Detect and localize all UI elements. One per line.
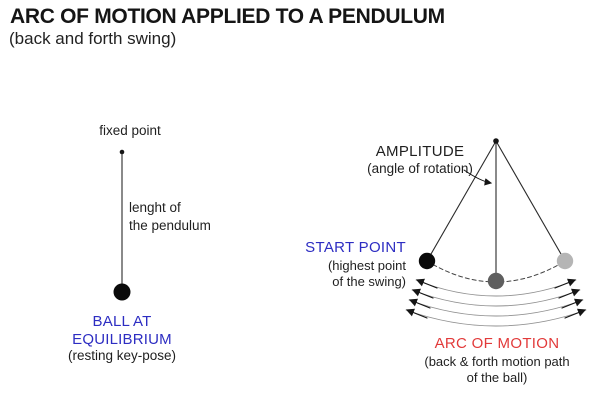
fixed-point-label: fixed point (99, 123, 161, 138)
rod-right-swing (495, 140, 566, 262)
arc-of-motion-arrows (405, 278, 587, 327)
rod-left-swing (426, 140, 497, 262)
end-swing-ball (556, 252, 574, 270)
start-point-sublabel-line2: of the swing) (332, 274, 406, 289)
left-pendulum-figure (113, 149, 131, 301)
ball-at-equilibrium-label-line2: EQUILIBRIUM (72, 331, 172, 348)
page-subtitle: (back and forth swing) (9, 29, 177, 48)
amplitude-label: AMPLITUDE (375, 143, 465, 160)
ball-at-equilibrium-label-line1: BALL AT (92, 313, 152, 330)
angle-of-rotation-label: (angle of rotation) (367, 161, 473, 176)
fixed-point-dot (119, 149, 125, 155)
arc-of-motion-label: ARC OF MOTION (434, 335, 560, 352)
ball-at-equilibrium-label: BALL AT EQUILIBRIUM (72, 313, 172, 349)
page-title: ARC OF MOTION APPLIED TO A PENDULUM (10, 5, 445, 28)
resting-key-pose-label: (resting key-pose) (67, 348, 177, 363)
pendulum-length-label-line2: the pendulum (129, 217, 211, 233)
pivot-dot (493, 138, 499, 144)
right-pendulum-figure (405, 138, 587, 327)
equilibrium-ball (113, 283, 131, 301)
start-point-ball (418, 252, 436, 270)
equilibrium-position-ball (487, 272, 505, 290)
pendulum-length-label-line1: lenght of (129, 200, 181, 215)
start-point-sublabel-line1: (highest point (327, 257, 406, 273)
amplitude-pointer-arrow (463, 169, 493, 186)
arc-of-motion-sublabel-line2: of the ball) (466, 370, 528, 385)
start-point-label-block: START POINT (highest point of the swing) (305, 239, 406, 290)
pendulum-length-label: lenght of the pendulum (129, 199, 239, 234)
arc-of-motion-sublabel-line1: (back & forth motion path (424, 353, 570, 369)
start-point-label: START POINT (305, 239, 406, 256)
arc-of-motion-label-block: ARC OF MOTION (back & forth motion path … (424, 335, 569, 386)
